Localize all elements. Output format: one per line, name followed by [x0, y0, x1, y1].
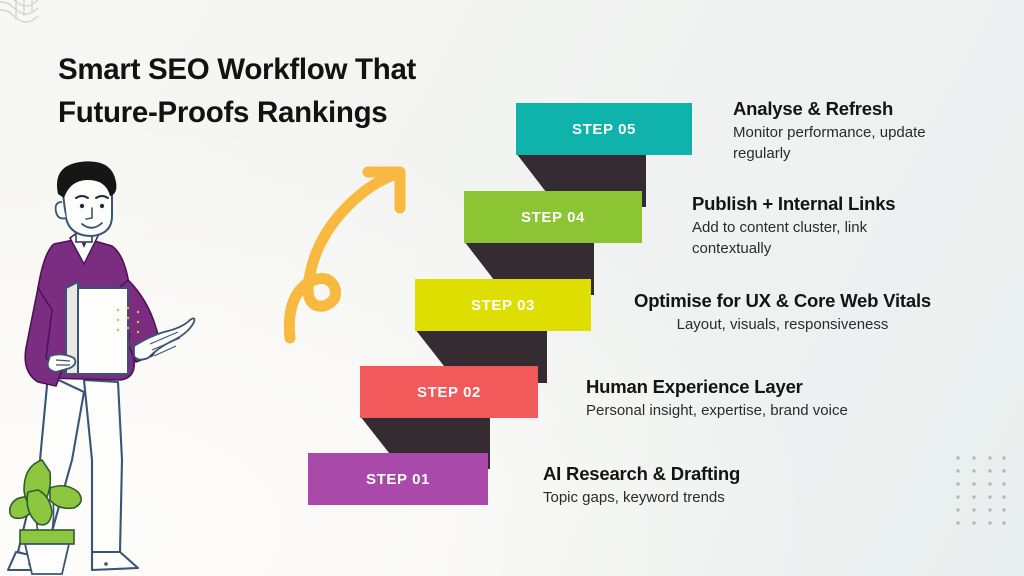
caption-step-01: AI Research & Drafting Topic gaps, keywo… — [543, 462, 740, 509]
step-label-04: STEP 04 — [521, 208, 585, 226]
page-title-line-1: Smart SEO Workflow That — [58, 53, 417, 86]
page-title: Smart SEO Workflow That Future-Proofs Ra… — [58, 48, 528, 134]
page-title-line-2: Future-Proofs Rankings — [58, 96, 388, 130]
caption-description-05: Monitor performance, update regularly — [733, 124, 926, 162]
dot-grid-decoration — [956, 456, 1006, 525]
step-label-05: STEP 05 — [572, 120, 636, 138]
step-block-05[interactable]: STEP 05 — [516, 103, 692, 155]
caption-heading-02: Human Experience Layer — [586, 376, 803, 397]
caption-heading-01: AI Research & Drafting — [543, 463, 741, 484]
caption-description-02: Personal insight, expertise, brand voice — [586, 402, 848, 420]
caption-description-01: Topic gaps, keyword trends — [543, 489, 725, 507]
wavy-lines-decoration — [0, 0, 39, 23]
caption-step-02: Human Experience Layer Personal insight,… — [586, 375, 848, 422]
potted-plant-illustration — [8, 459, 82, 575]
caption-step-05: Analyse & Refresh Monitor performance, u… — [733, 97, 978, 164]
step-label-02: STEP 02 — [417, 383, 481, 401]
curved-upward-arrow — [283, 166, 406, 344]
step-block-04[interactable]: STEP 04 — [464, 191, 642, 243]
caption-description-04: Add to content cluster, link contextuall… — [692, 219, 868, 257]
caption-heading-03: Optimise for UX & Core Web Vitals — [634, 290, 932, 311]
step-block-01[interactable]: STEP 01 — [308, 453, 488, 505]
caption-heading-04: Publish + Internal Links — [692, 193, 896, 214]
step-label-01: STEP 01 — [366, 470, 430, 488]
step-block-02[interactable]: STEP 02 — [360, 366, 538, 418]
caption-step-03: Optimise for UX & Core Web Vitals Layout… — [634, 289, 931, 336]
caption-step-04: Publish + Internal Links Add to content … — [692, 192, 932, 259]
step-label-03: STEP 03 — [471, 296, 535, 314]
step-block-03[interactable]: STEP 03 — [415, 279, 591, 331]
caption-heading-05: Analyse & Refresh — [733, 98, 894, 119]
caption-description-03: Layout, visuals, responsiveness — [676, 316, 889, 334]
